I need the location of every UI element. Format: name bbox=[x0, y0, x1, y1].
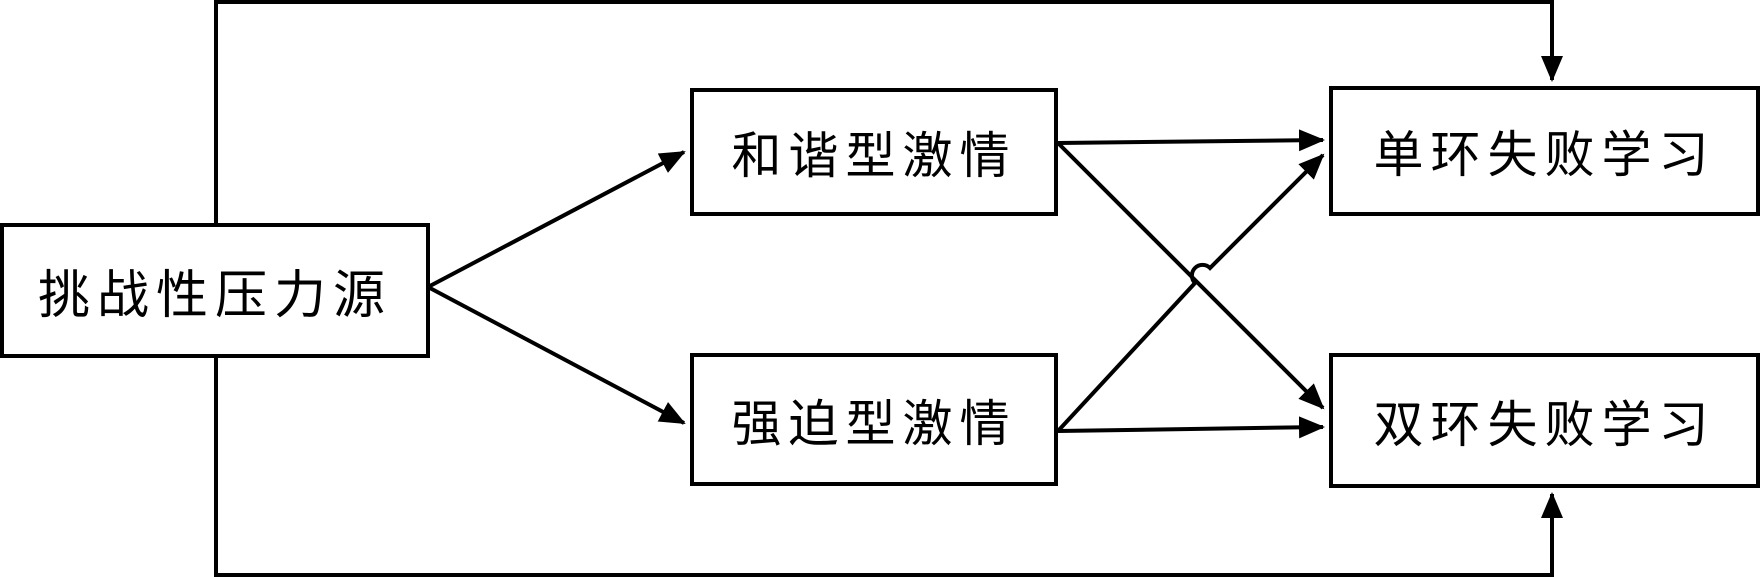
edge-obsessive-to-double-loop bbox=[1057, 416, 1325, 439]
edge-source-to-obsessive bbox=[427, 285, 686, 425]
edge-source-to-single-loop bbox=[214, 0, 1563, 223]
edge-harmonious-to-single-loop bbox=[1057, 129, 1325, 152]
node-double-loop-learning-label: 双环失败学习 bbox=[1373, 395, 1716, 454]
node-challenging-stressor-label: 挑战性压力源 bbox=[37, 266, 392, 326]
edge-obsessive-to-single-loop bbox=[1056, 153, 1325, 433]
edge-source-to-harmonious bbox=[427, 150, 686, 289]
node-single-loop-learning-label: 单环失败学习 bbox=[1373, 126, 1716, 184]
node-double-loop-learning: 双环失败学习 bbox=[1329, 353, 1760, 488]
node-obsessive-passion: 强迫型激情 bbox=[690, 353, 1058, 486]
edge-source-to-double-loop bbox=[214, 358, 1563, 577]
edge-harmonious-to-double-loop bbox=[1056, 141, 1325, 410]
node-challenging-stressor: 挑战性压力源 bbox=[0, 223, 430, 358]
node-obsessive-passion-label: 强迫型激情 bbox=[731, 394, 1017, 453]
node-harmonious-passion-label: 和谐型激情 bbox=[731, 127, 1017, 185]
node-single-loop-learning: 单环失败学习 bbox=[1329, 86, 1760, 216]
node-harmonious-passion: 和谐型激情 bbox=[690, 88, 1058, 216]
